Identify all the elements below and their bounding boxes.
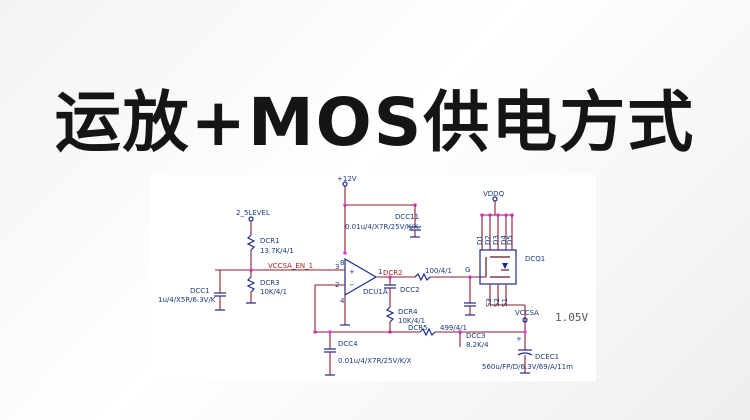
dcec1-plus: + — [516, 335, 522, 343]
drain-label-5: D5 — [506, 235, 514, 245]
opamp-pin4-label: 4 — [340, 297, 345, 305]
dcr4-ref: DCR4 — [398, 308, 418, 316]
vccsa-symbol — [522, 317, 528, 323]
net-25level-label: 2_5LEVEL — [236, 209, 270, 217]
dcr4-resistor — [385, 306, 395, 323]
drain-label-1: D1 — [476, 235, 484, 245]
dcc1-ref: DCC1 — [190, 287, 210, 295]
dcc11-value: 0.01u/4/X7R/25V/K/X — [345, 223, 419, 231]
drain-label-2: D2 — [484, 235, 492, 245]
net-25level-symbol — [248, 216, 254, 222]
voltage-note: 1.05V — [555, 311, 588, 324]
dcc3-ref: DCC3 — [466, 332, 486, 340]
dcr3-ref: DCR3 — [260, 279, 280, 287]
dcec1-value: 560u/FP/D/6.3V/69/A/11m — [482, 363, 573, 371]
schematic-diagram: +12V DCC11 0.01u/4/X7R/25V/K/X 8 2_5LEVE… — [158, 175, 588, 376]
opamp-pin8-label: 8 — [340, 259, 344, 267]
drain-label-3: D3 — [492, 235, 500, 245]
junction-vccsa — [523, 330, 527, 334]
opamp-plus-sign: + — [349, 268, 355, 276]
page-title: 运放+MOS供电方式 — [54, 84, 696, 161]
opamp-pin8-dot — [343, 251, 347, 255]
opamp-minus-sign: − — [349, 281, 355, 289]
junction-dcc4 — [328, 330, 332, 334]
vccsa-label: VCCSA — [515, 309, 539, 317]
dcq1-ref: DCQ1 — [525, 255, 545, 263]
dcc11-ref: DCC11 — [395, 213, 419, 221]
source-label-1: S3 — [485, 298, 493, 307]
dcr5-value: 499/4/1 — [440, 324, 467, 332]
dcec1-ref: DCEC1 — [535, 353, 559, 361]
supply-12v-label: +12V — [337, 175, 357, 183]
dcr3-value: 10K/4/1 — [260, 288, 287, 296]
opamp-pin1-label: 1 — [378, 268, 382, 276]
dcr3-resistor — [246, 276, 256, 293]
dcr2-resistor — [414, 272, 431, 282]
dcr1-value: 13.7K/4/1 — [260, 247, 294, 255]
dcc1-value: 1u/4/X5R/6.3V/K — [158, 296, 216, 304]
opamp-pin3-label: 3 — [335, 263, 339, 271]
dcec1-plate-bottom — [517, 352, 533, 356]
dcr4-value: 10K/4/1 — [398, 317, 425, 325]
vddq-label: VDDQ — [483, 190, 505, 198]
dcr5-ref: DCR5 — [408, 324, 428, 332]
gate-label: G — [465, 266, 470, 274]
opamp-dcu1a — [344, 257, 378, 297]
dcc4-value: 0.01u/4/X7R/25V/K/X — [338, 357, 412, 365]
dcr1-ref: DCR1 — [260, 237, 280, 245]
dcc2-ref: DCC2 — [400, 286, 420, 294]
schematic-panel: +12V DCC11 0.01u/4/X7R/25V/K/X 8 2_5LEVE… — [150, 175, 596, 381]
dcr2-value: 100/4/1 — [425, 267, 452, 275]
source-label-3: S1 — [501, 298, 509, 307]
source-label-2: S2 — [493, 298, 501, 307]
opamp-ref: DCU1A — [363, 288, 388, 296]
mosfet-diode-arrow — [502, 263, 508, 269]
dcc4-ref: DCC4 — [338, 340, 358, 348]
dcr1-resistor — [246, 234, 256, 251]
drain-label-4: D4 — [500, 235, 508, 245]
net-en-label: VCCSA_EN_1 — [268, 262, 313, 270]
dcr5-resistor — [419, 327, 436, 337]
dcr2-ref: DCR2 — [383, 269, 403, 277]
dcc3-value: 8.2K/4 — [466, 341, 489, 349]
supply-12v-symbol — [342, 181, 348, 187]
